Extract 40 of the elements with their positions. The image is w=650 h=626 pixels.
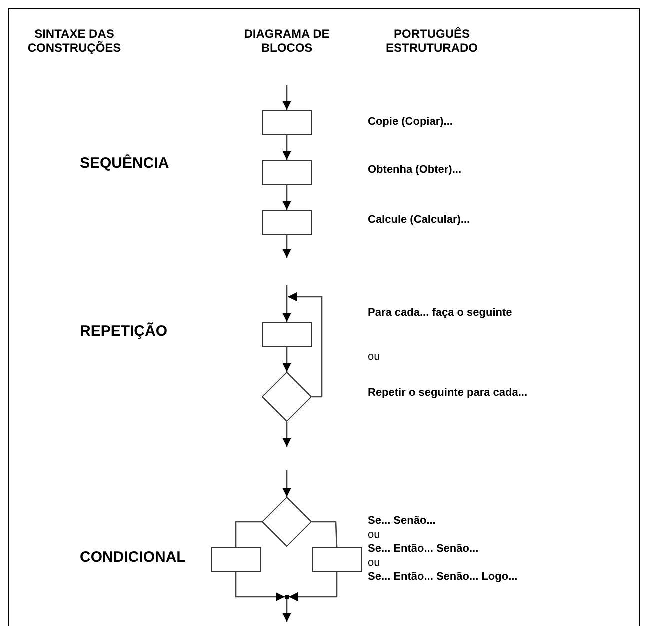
pseudocode-line: Se... Senão... [368, 515, 436, 528]
arrow [235, 572, 285, 602]
pseudocode-line: Se... Então... Senão... Logo... [368, 571, 518, 584]
arrow [282, 347, 292, 372]
process-box [211, 547, 261, 572]
column-header: PORTUGUÊS ESTRUTURADO [385, 28, 479, 56]
arrow [312, 521, 338, 548]
column-header: DIAGRAMA DE BLOCOS [243, 28, 331, 56]
arrow [282, 599, 292, 622]
section-title: SEQUÊNCIA [80, 155, 170, 172]
arrow [282, 422, 292, 447]
section-title: CONDICIONAL [80, 549, 186, 566]
arrow [282, 135, 292, 160]
decision-diamond [262, 497, 312, 547]
connector-word: ou [368, 351, 380, 364]
pseudocode-line: Copie (Copiar)... [368, 116, 453, 129]
process-box [312, 547, 362, 572]
arrow [282, 235, 292, 258]
process-box [262, 110, 312, 135]
connector-word: ou [368, 529, 380, 542]
column-header: SINTAXE DAS CONSTRUÇÕES [26, 28, 122, 56]
pseudocode-line: Calcule (Calcular)... [368, 214, 470, 227]
pseudocode-line: Para cada... faça o seguinte [368, 307, 512, 320]
arrow [282, 85, 292, 110]
arrow [289, 572, 338, 602]
junction-point [285, 595, 289, 599]
arrow [282, 185, 292, 210]
arrow [282, 285, 292, 322]
process-box [262, 322, 312, 347]
arrow [282, 470, 292, 497]
pseudocode-line: Repetir o seguinte para cada... [368, 387, 528, 400]
pseudocode-line: Obtenha (Obter)... [368, 164, 462, 177]
process-box [262, 210, 312, 235]
process-box [262, 160, 312, 185]
arrow [235, 521, 262, 547]
pseudocode-line: Se... Então... Senão... [368, 543, 479, 556]
section-title: REPETIÇÃO [80, 323, 168, 340]
decision-diamond [262, 372, 312, 422]
arrow [288, 292, 323, 398]
connector-word: ou [368, 557, 380, 570]
